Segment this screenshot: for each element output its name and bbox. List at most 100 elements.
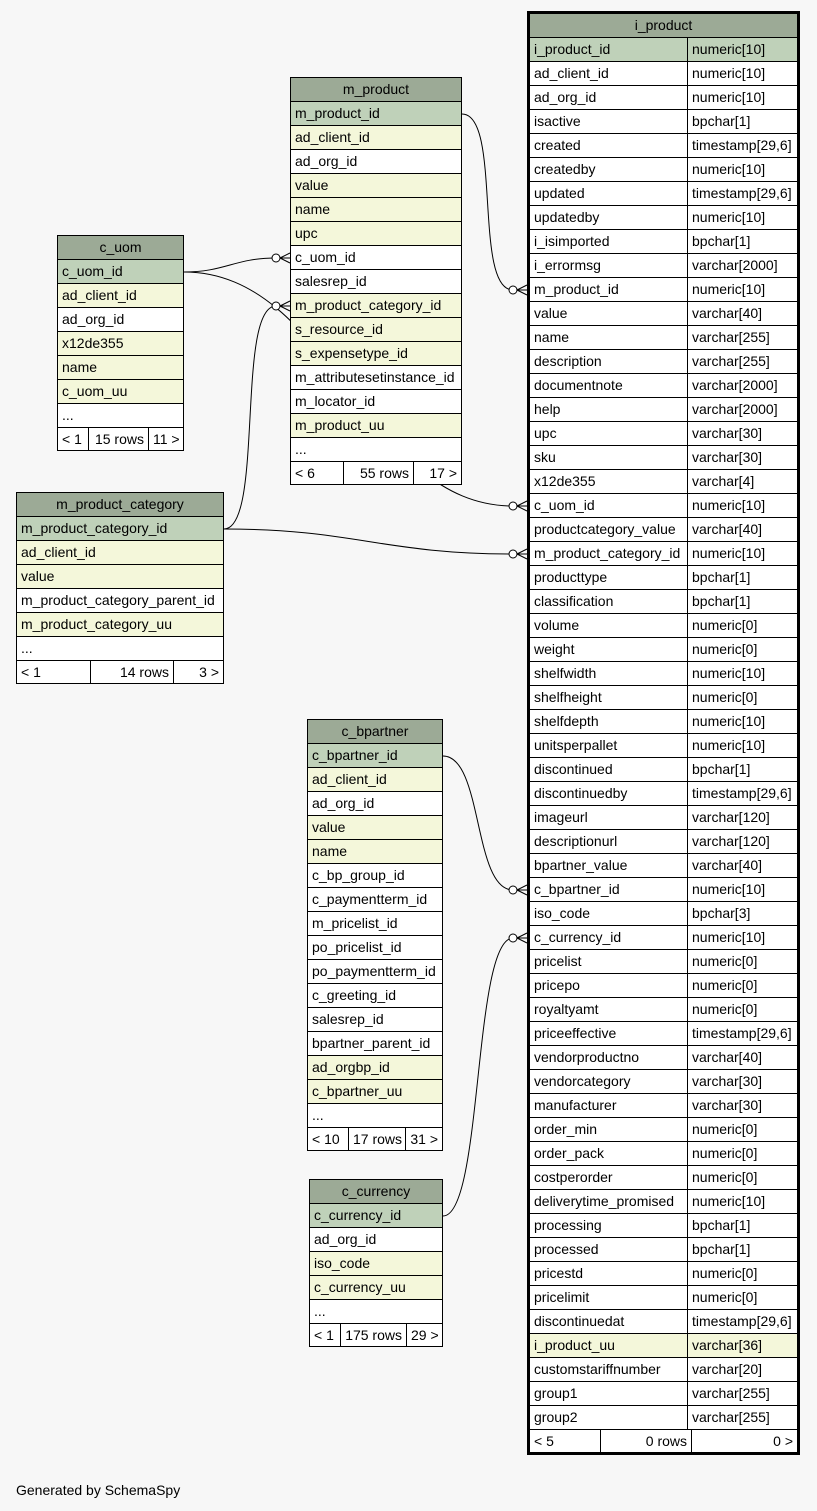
column-row: name [291,198,461,222]
column-name: updated [534,185,585,201]
column-row: value [308,816,442,840]
column-name: discontinuedat [534,1313,625,1329]
column-type: numeric[10] [687,206,797,229]
column-type: varchar[255] [687,350,797,373]
optional-marker [508,885,518,895]
column-name: po_paymentterm_id [312,963,436,979]
column-name: royaltyamt [534,1001,599,1017]
column-row: ... [308,1104,442,1128]
column-name: pricestd [534,1265,584,1281]
column-name: iso_code [534,905,591,921]
column-name: descriptionurl [534,833,618,849]
column-name: deliverytime_promised [534,1193,675,1209]
table-title: m_product [291,78,461,102]
column-name: customstariffnumber [534,1361,661,1377]
column-row: c_bpartner_uu [308,1080,442,1104]
column-name: i_isimported [534,233,610,249]
column-row: ad_org_id [308,792,442,816]
column-name: description [534,353,602,369]
column-name: weight [534,641,575,657]
column-name: s_expensetype_id [295,345,408,361]
column-type: varchar[120] [687,806,797,829]
column-type: bpchar[1] [687,758,797,781]
column-name: name [312,843,348,859]
column-name: shelfheight [534,689,602,705]
column-type: varchar[40] [687,518,797,541]
column-name: salesrep_id [312,1011,384,1027]
column-row: ad_orgbp_id [308,1056,442,1080]
many-marker [516,884,528,896]
table-title: c_bpartner [308,720,442,744]
column-row: ... [17,637,223,661]
column-row: c_uom_uu [58,380,183,404]
column-name: x12de355 [62,335,124,351]
many-marker [516,548,528,560]
column-type: varchar[255] [687,1382,797,1405]
column-row: m_pricelist_id [308,912,442,936]
column-row: s_expensetype_id [291,342,461,366]
column-name: m_attributesetinstance_id [295,369,455,385]
column-type: numeric[0] [687,1142,797,1165]
next-count: 17 > [413,462,461,484]
column-name: help [534,401,561,417]
column-type: varchar[40] [687,854,797,877]
column-name: ad_org_id [295,153,358,169]
column-type: timestamp[29,6] [687,182,797,205]
next-count: 29 > [406,1324,442,1346]
column-type: varchar[40] [687,1046,797,1069]
column-type: varchar[2000] [687,254,797,277]
optional-marker [271,253,281,263]
column-type: timestamp[29,6] [687,134,797,157]
column-name: processed [534,1241,599,1257]
column-type: bpchar[1] [687,1238,797,1261]
column-name: m_pricelist_id [312,915,398,931]
column-name: isactive [534,113,581,129]
optional-marker [508,501,518,511]
column-name: pricepo [534,977,580,993]
column-name: ad_org_id [534,89,597,105]
column-name: c_currency_id [314,1207,402,1223]
generated-by-footer: Generated by SchemaSpy [16,1482,181,1498]
column-type: numeric[0] [687,686,797,709]
column-row: c_uom_id [58,260,183,284]
column-name: ad_orgbp_id [312,1059,390,1075]
many-marker [516,932,528,944]
column-name: upc [295,225,318,241]
optional-marker [271,301,281,311]
column-name: c_bpartner_uu [312,1083,403,1099]
column-type: bpchar[1] [687,590,797,613]
column-type: timestamp[29,6] [687,782,797,805]
column-row: m_product_category_id [291,294,461,318]
prev-count: < 5 [534,1433,554,1449]
column-name: m_product_id [534,281,619,297]
column-type: bpchar[1] [687,110,797,133]
column-name: producttype [534,569,608,585]
column-row: ad_org_id [291,150,461,174]
column-row: m_product_uu [291,414,461,438]
column-row: ... [291,438,461,462]
many-marker [516,500,528,512]
column-name: ... [314,1303,326,1319]
